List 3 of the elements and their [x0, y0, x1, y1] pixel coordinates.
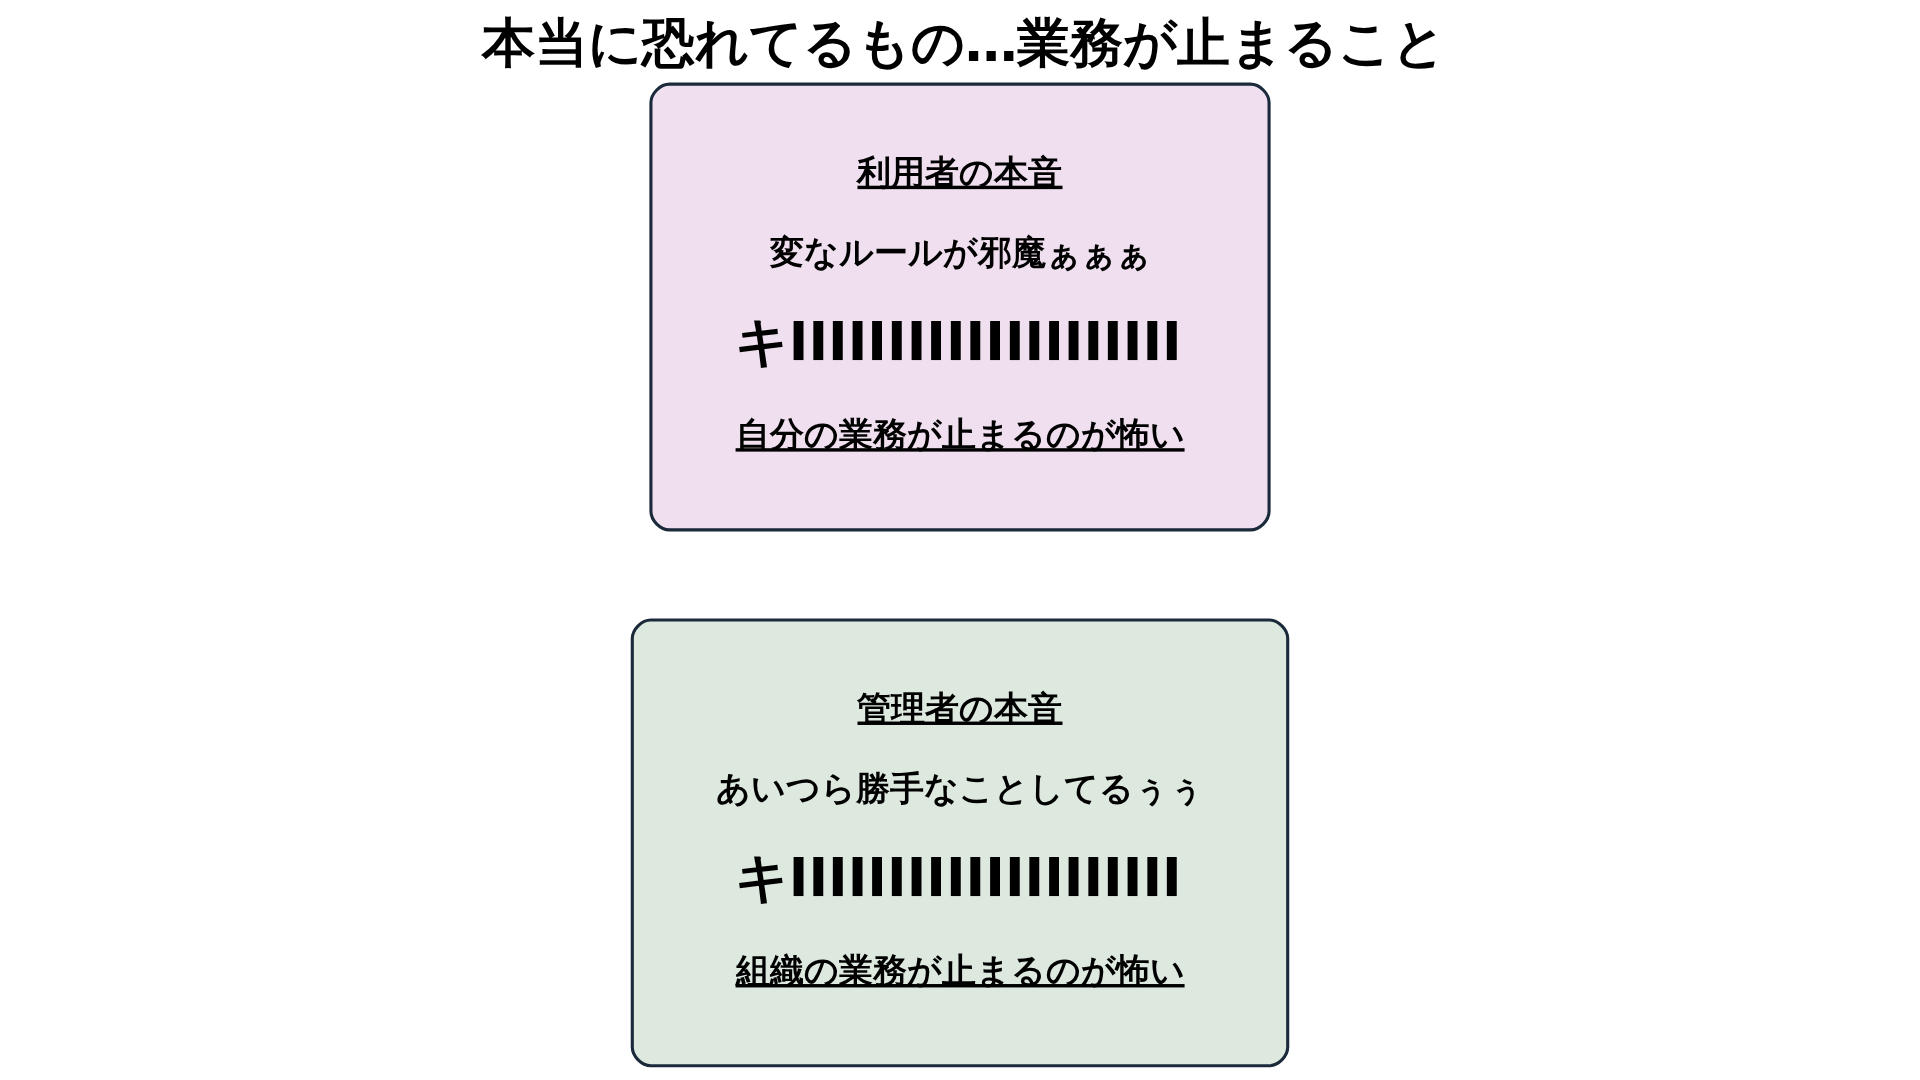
node-box: 利用者の本音 変なルールが邪魔ぁぁぁ キIIIIIIIIIIIIIIIIIIII 自分の業務が止まるのが怖い: [649, 82, 1271, 532]
diagram-title: 本当に恐れてるもの…業務が止まること: [481, 12, 1447, 74]
node-box: 管理者の本音 あいつら勝手なことしてるぅぅ キIIIIIIIIIIIIIIIIIIII 組織の業務が止まるのが怖い: [630, 618, 1290, 1068]
